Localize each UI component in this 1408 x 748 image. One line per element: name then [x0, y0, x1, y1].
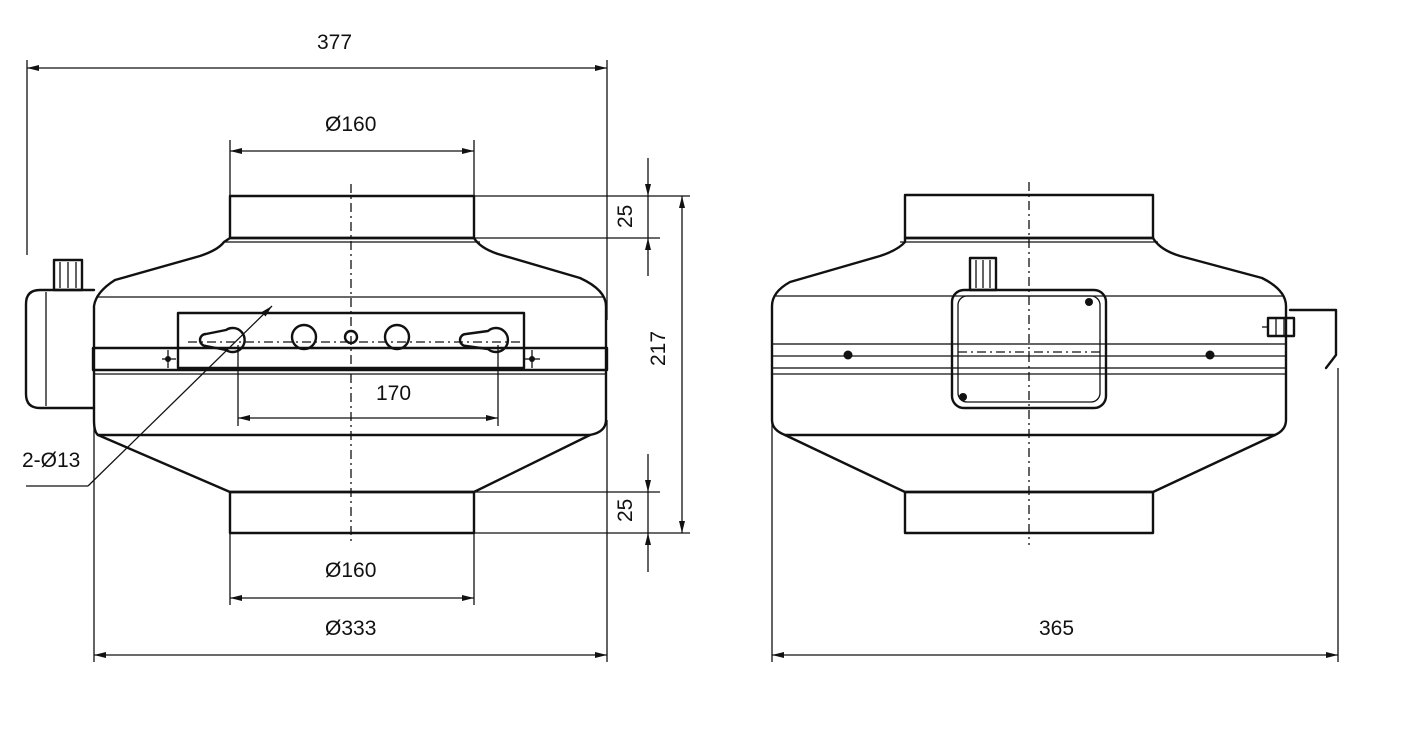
dim-bottom-collar: 25: [614, 499, 637, 522]
front-top-collar: [228, 194, 476, 240]
dim-hole-spacing: 170: [376, 382, 411, 405]
front-cable-gland: [52, 258, 84, 292]
dim-overall-width: 377: [317, 31, 352, 54]
front-hole-large-left: [290, 323, 318, 351]
front-hole-large-right: [383, 323, 411, 351]
side-lower-cone: [783, 433, 1277, 494]
front-slot-left: [198, 326, 246, 354]
front-upper-cone: [92, 236, 608, 437]
dim-body-diameter: Ø333: [325, 617, 376, 640]
side-upper-cone: [770, 236, 1288, 437]
dim-inlet-diameter: Ø160: [325, 113, 376, 136]
side-bracket: [1288, 308, 1338, 370]
front-bottom-collar: [228, 490, 476, 535]
front-lower-cone: [96, 433, 592, 494]
dim-outlet-diameter: Ø160: [325, 559, 376, 582]
side-dimensions: 365: [771, 368, 1339, 662]
dim-top-collar: 25: [614, 205, 637, 228]
dim-total-height: 217: [647, 331, 670, 366]
side-view: [770, 182, 1338, 545]
side-cable-gland: [968, 256, 998, 292]
front-clamp-band: [91, 346, 609, 372]
dim-side-width: 365: [1039, 617, 1074, 640]
front-terminal-box: [24, 288, 96, 410]
front-dimensions: 377 Ø160 25 217 25 170 2-Ø13: [22, 31, 690, 662]
front-view: [24, 184, 609, 545]
dim-mounting-holes: 2-Ø13: [22, 449, 80, 472]
